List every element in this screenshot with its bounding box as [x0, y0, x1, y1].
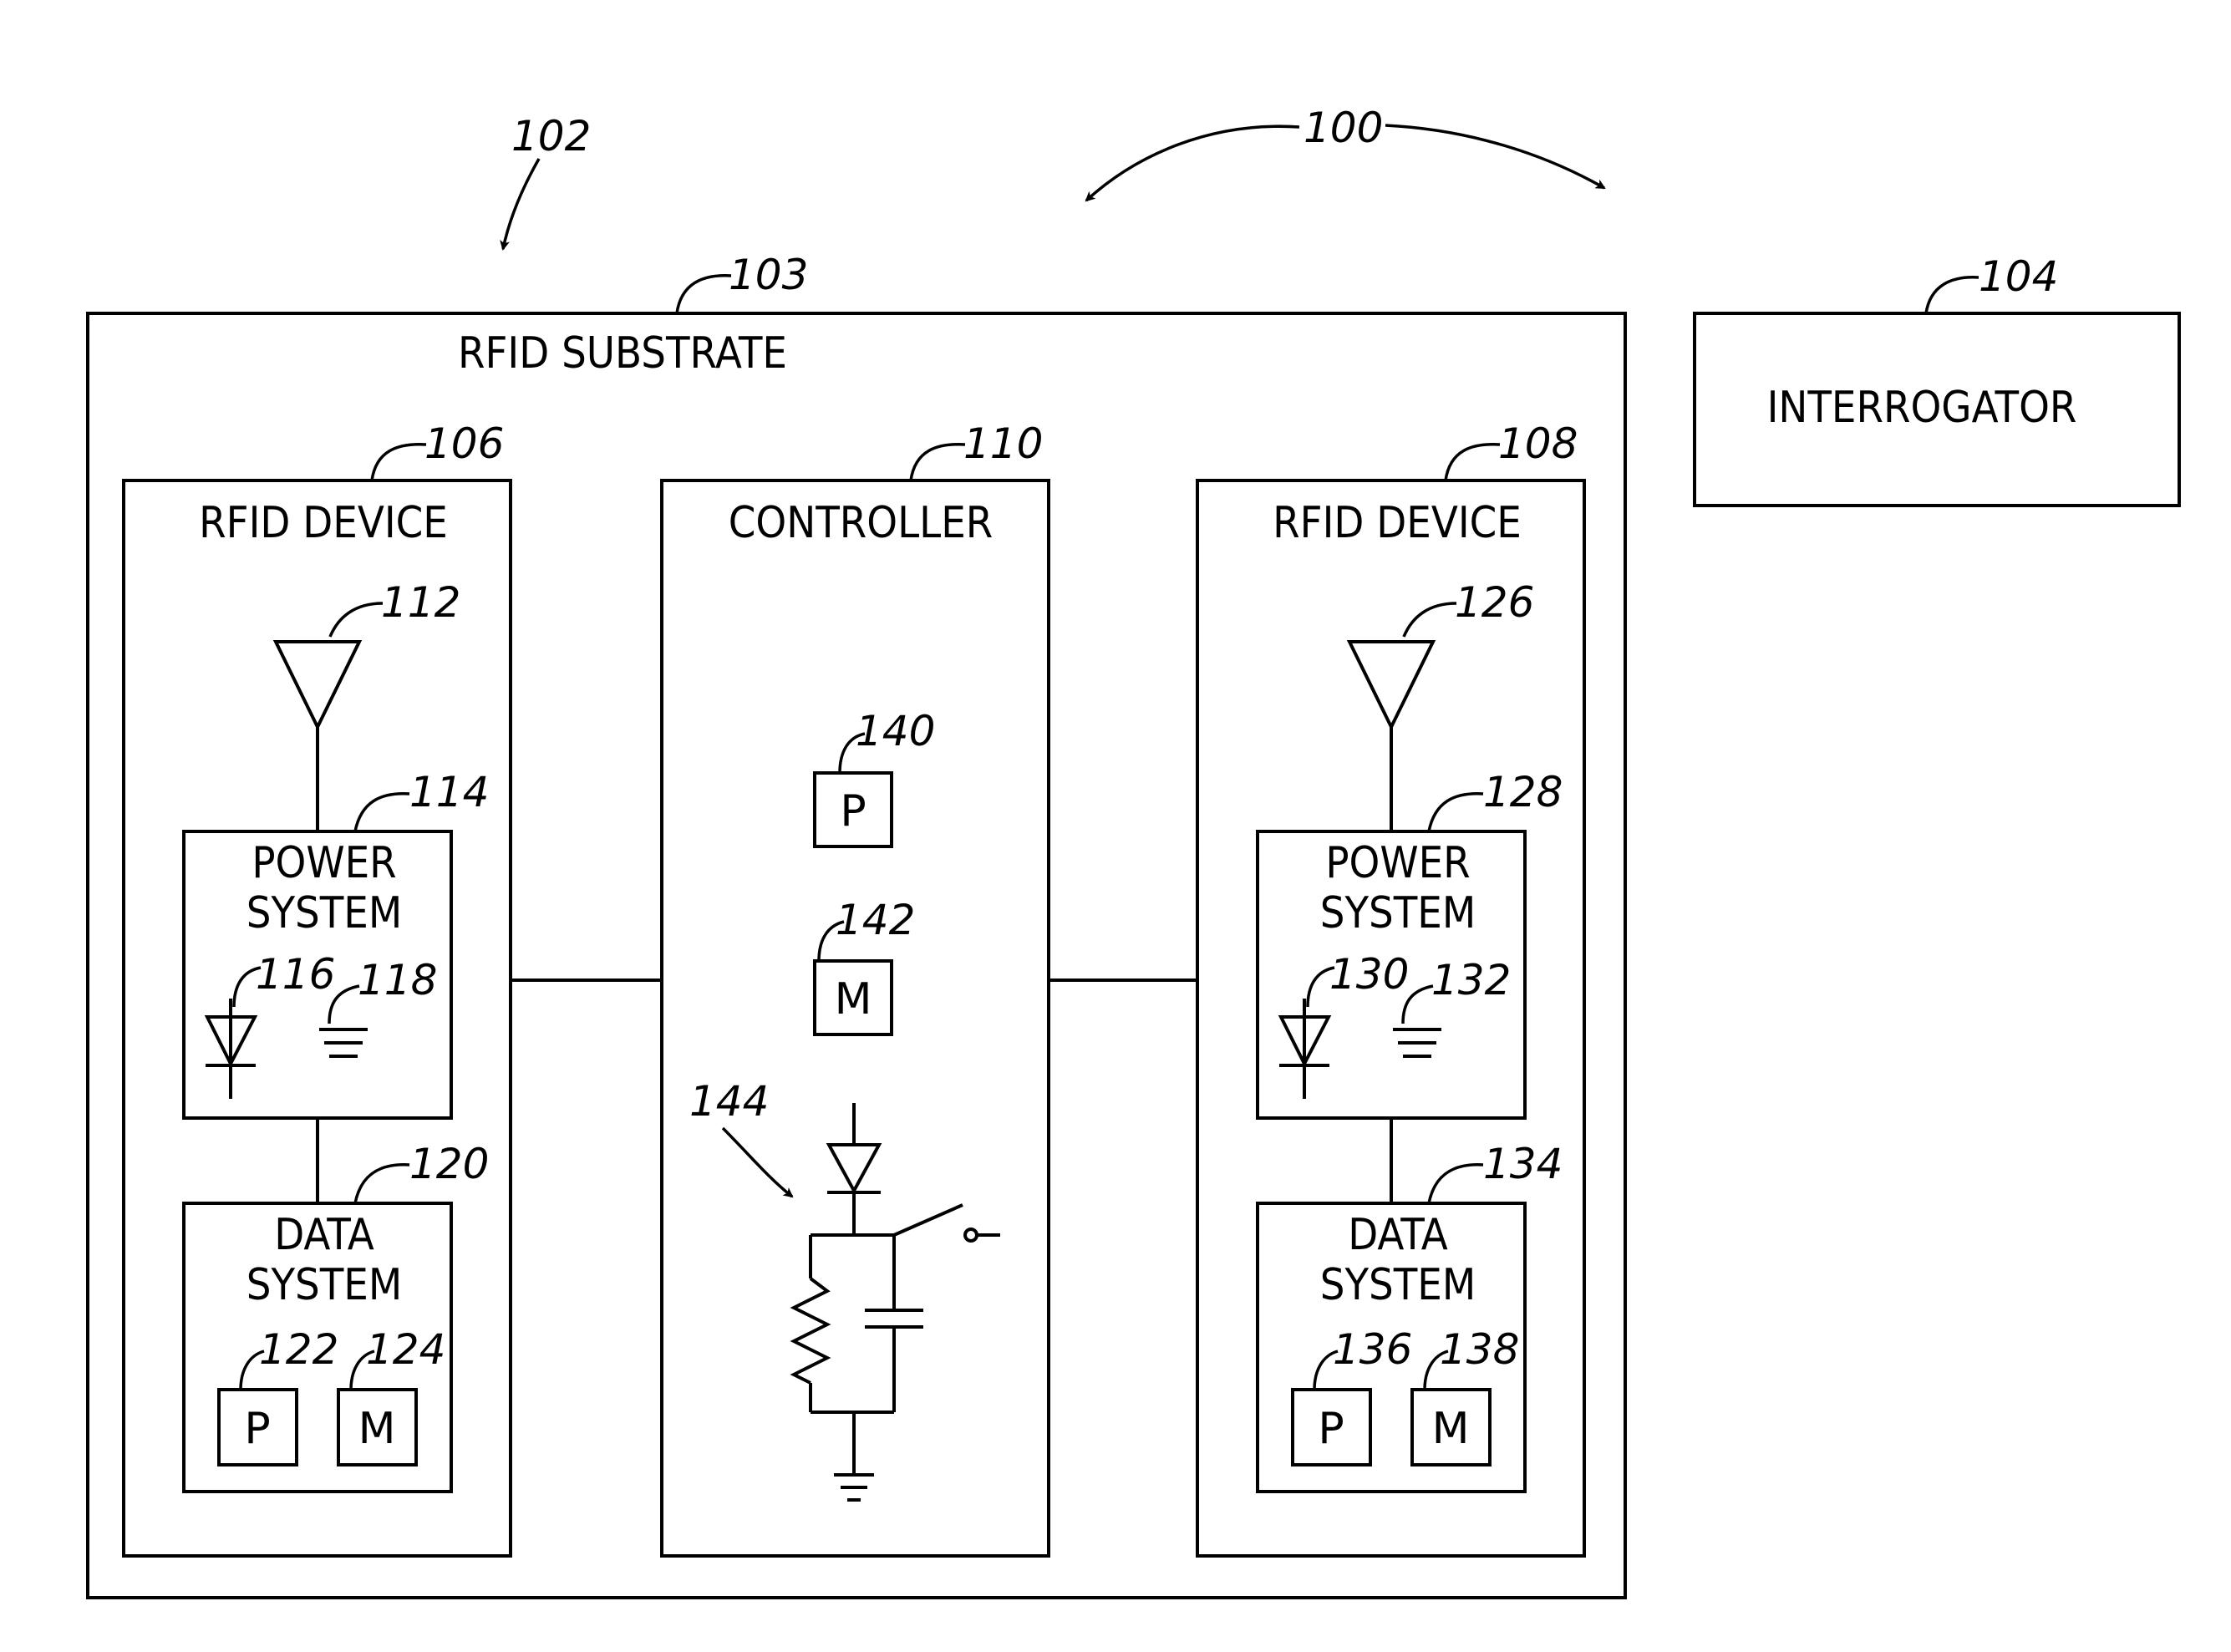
- ref-114: 114: [409, 768, 489, 816]
- leader-134: [1429, 1165, 1483, 1203]
- ref-110: 110: [963, 419, 1043, 468]
- processor-controller-label: P: [840, 786, 866, 836]
- ref-108: 108: [1498, 419, 1578, 468]
- data-system-right: DATA SYSTEM 134 P 136 M 138: [1258, 1140, 1563, 1492]
- ref-106: 106: [424, 419, 504, 468]
- ground-icon-left: 118: [319, 956, 437, 1056]
- diode-icon-right: 130: [1279, 950, 1409, 1099]
- ref-142: 142: [836, 896, 915, 944]
- ref-100: 100: [1304, 104, 1383, 152]
- substrate-system-pointer: 102: [503, 112, 591, 249]
- rc-circuit: 144: [689, 1077, 1000, 1500]
- data-system-left-label-2: SYSTEM: [246, 1260, 402, 1310]
- controller-label: CONTROLLER: [729, 498, 994, 548]
- memory-controller-label: M: [835, 974, 872, 1024]
- ref-122: 122: [259, 1325, 338, 1374]
- leader-106: [372, 445, 426, 480]
- power-system-right-label-1: POWER: [1325, 838, 1470, 888]
- leader-112: [330, 603, 383, 637]
- leader-114: [355, 794, 409, 831]
- ref-116: 116: [256, 950, 335, 999]
- rfid-device-right: RFID DEVICE 108 126 POWER SYSTEM 128 130: [1197, 419, 1584, 1556]
- leader-128: [1429, 794, 1483, 831]
- ref-132: 132: [1431, 956, 1511, 1004]
- data-system-left-label-1: DATA: [274, 1210, 374, 1260]
- interrogator: INTERROGATOR 104: [1695, 252, 2179, 506]
- data-system-left: DATA SYSTEM 120 P 122 M 124: [184, 1140, 489, 1492]
- ref-130: 130: [1329, 950, 1409, 999]
- controller: CONTROLLER 110 P 140 M 142: [662, 419, 1049, 1556]
- ref-126: 126: [1455, 578, 1534, 627]
- power-system-left: POWER SYSTEM 114 116 118: [184, 768, 489, 1118]
- ref-128: 128: [1483, 768, 1563, 816]
- interrogator-label: INTERROGATOR: [1767, 383, 2077, 433]
- ref-103: 103: [729, 251, 808, 299]
- rfid-device-left: RFID DEVICE 106 112 POWER SYSTEM 114 116: [124, 419, 511, 1556]
- power-system-left-label-1: POWER: [252, 838, 396, 888]
- ref-140: 140: [856, 707, 935, 755]
- leader-104: [1926, 277, 1979, 313]
- diode-icon-left: 116: [206, 950, 335, 1099]
- ref-134: 134: [1483, 1140, 1563, 1188]
- resistor-icon: [794, 1278, 827, 1383]
- ground-icon-controller: [834, 1475, 874, 1500]
- leader-110: [911, 445, 965, 480]
- power-system-right: POWER SYSTEM 128 130 132: [1258, 768, 1563, 1118]
- power-system-right-label-2: SYSTEM: [1320, 888, 1476, 938]
- ref-136: 136: [1333, 1325, 1412, 1374]
- ref-138: 138: [1440, 1325, 1519, 1374]
- memory-left-label: M: [358, 1404, 396, 1454]
- ref-102: 102: [511, 112, 591, 160]
- ref-118: 118: [358, 956, 437, 1004]
- ref-144: 144: [689, 1077, 769, 1126]
- power-system-left-label-2: SYSTEM: [246, 888, 402, 938]
- leader-103: [677, 276, 731, 313]
- data-system-right-label-2: SYSTEM: [1320, 1260, 1476, 1310]
- system-arc-arrow: 100: [1086, 104, 1604, 201]
- ref-120: 120: [409, 1140, 489, 1188]
- memory-right-label: M: [1432, 1404, 1470, 1454]
- ref-112: 112: [381, 578, 460, 627]
- processor-right-label: P: [1318, 1404, 1344, 1454]
- processor-left-label: P: [244, 1404, 270, 1454]
- ref-124: 124: [366, 1325, 445, 1374]
- data-system-right-label-1: DATA: [1348, 1210, 1448, 1260]
- diode-icon-controller: [829, 1145, 879, 1191]
- rfid-device-left-label: RFID DEVICE: [199, 498, 448, 548]
- switch-icon: [894, 1205, 1000, 1241]
- rfid-device-right-label: RFID DEVICE: [1273, 498, 1522, 548]
- pointer-144: [723, 1128, 792, 1197]
- ref-104: 104: [1979, 252, 2058, 301]
- ground-icon-right: 132: [1393, 956, 1511, 1056]
- leader-120: [355, 1165, 409, 1203]
- rfid-substrate-label: RFID SUBSTRATE: [458, 328, 787, 379]
- leader-126: [1404, 603, 1456, 637]
- leader-108: [1446, 445, 1500, 480]
